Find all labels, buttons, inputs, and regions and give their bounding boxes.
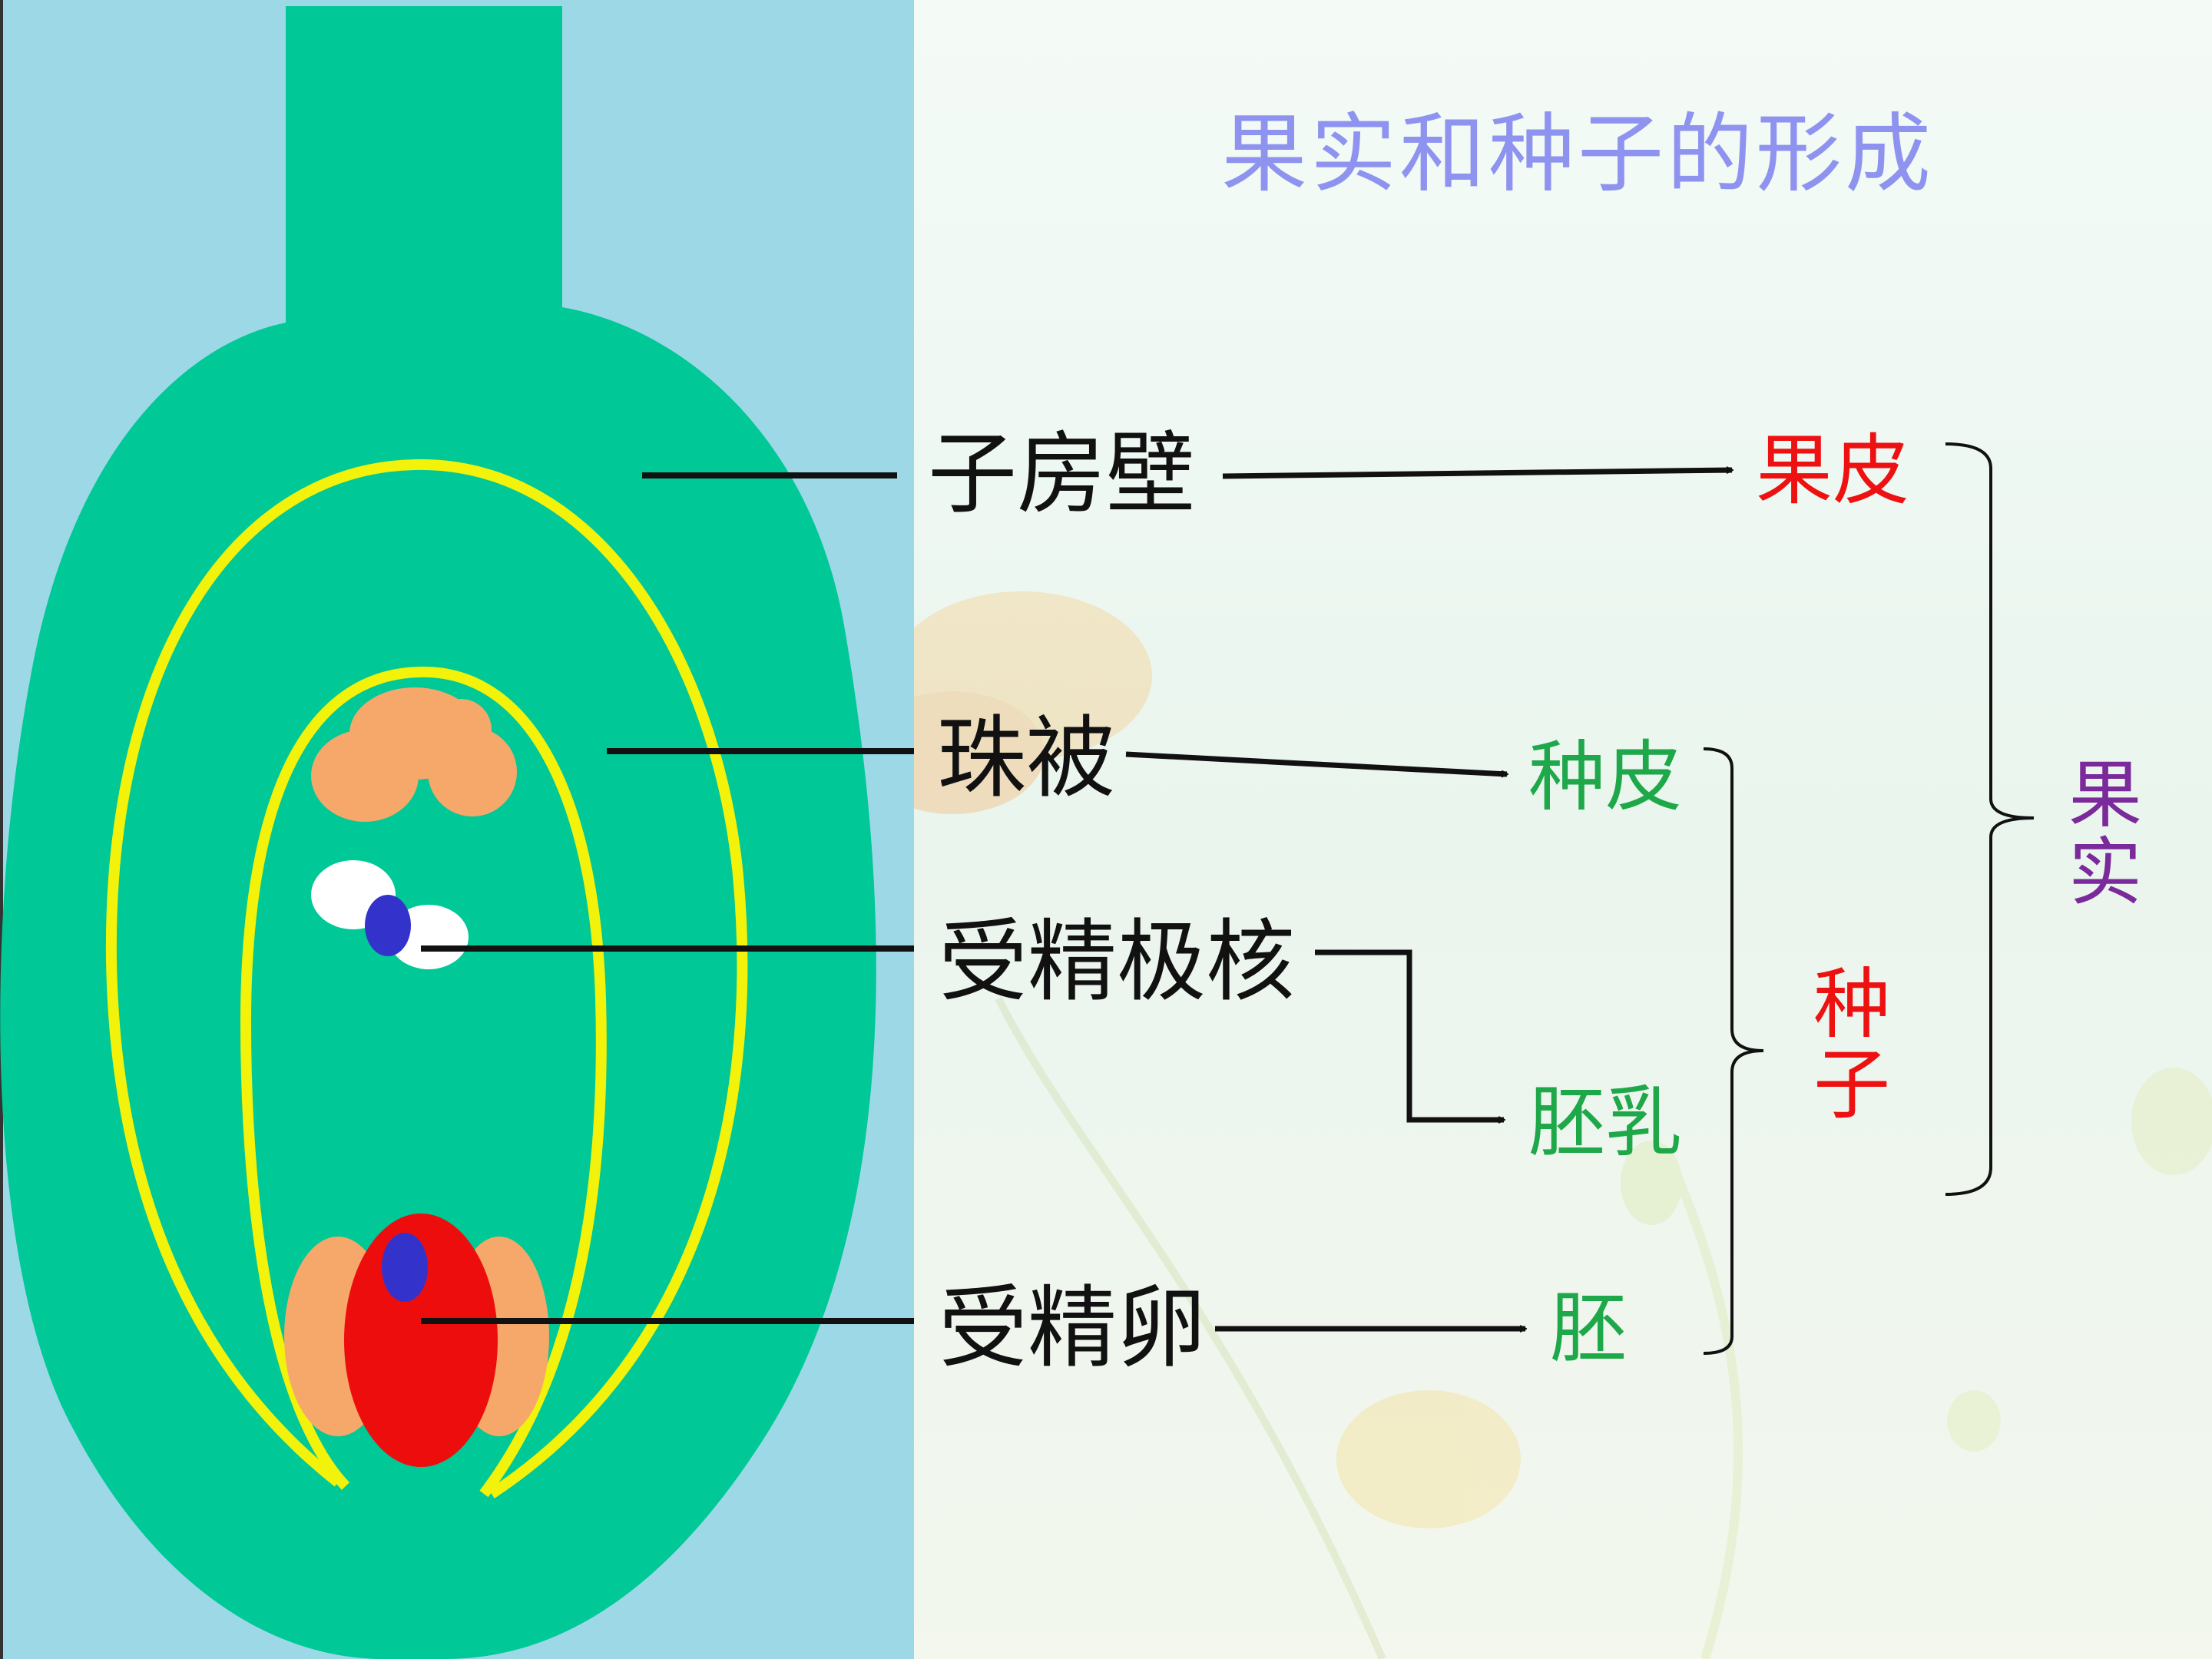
label-ovary-wall: 子房壁 [928, 422, 1195, 526]
pistil-shape [0, 6, 876, 1659]
arrow-ovary-wall-to-pericarp [1222, 470, 1732, 479]
antipodal-cells [311, 687, 517, 822]
egg-cell [344, 1214, 498, 1467]
arrow-polar-nuclei-to-endosperm [1315, 949, 1504, 1120]
label-integument: 珠被 [937, 707, 1115, 810]
label-pericarp: 果皮 [1756, 426, 1909, 515]
page-title: 果实和种子的形成 [1221, 104, 1934, 204]
label-fruit-group: 果实 [2068, 752, 2142, 916]
arrow-integument-to-seed-coat [1125, 751, 1507, 774]
outer-integument-line [105, 459, 748, 1498]
egg-nucleus [382, 1233, 428, 1302]
label-seed-group: 种子 [1813, 959, 1890, 1130]
label-embryo: 胚 [1550, 1283, 1627, 1373]
label-fertilized-polar-nuclei: 受精极核 [939, 910, 1295, 1014]
fruit-bracket [1945, 442, 2035, 1196]
sperm-nucleus [365, 895, 411, 956]
label-fertilized-egg: 受精卵 [939, 1277, 1206, 1380]
seed-bracket [1703, 747, 1764, 1355]
label-seed-coat: 种皮 [1528, 732, 1682, 822]
inner-integument-line [240, 666, 607, 1498]
label-endosperm: 胚乳 [1528, 1078, 1682, 1167]
